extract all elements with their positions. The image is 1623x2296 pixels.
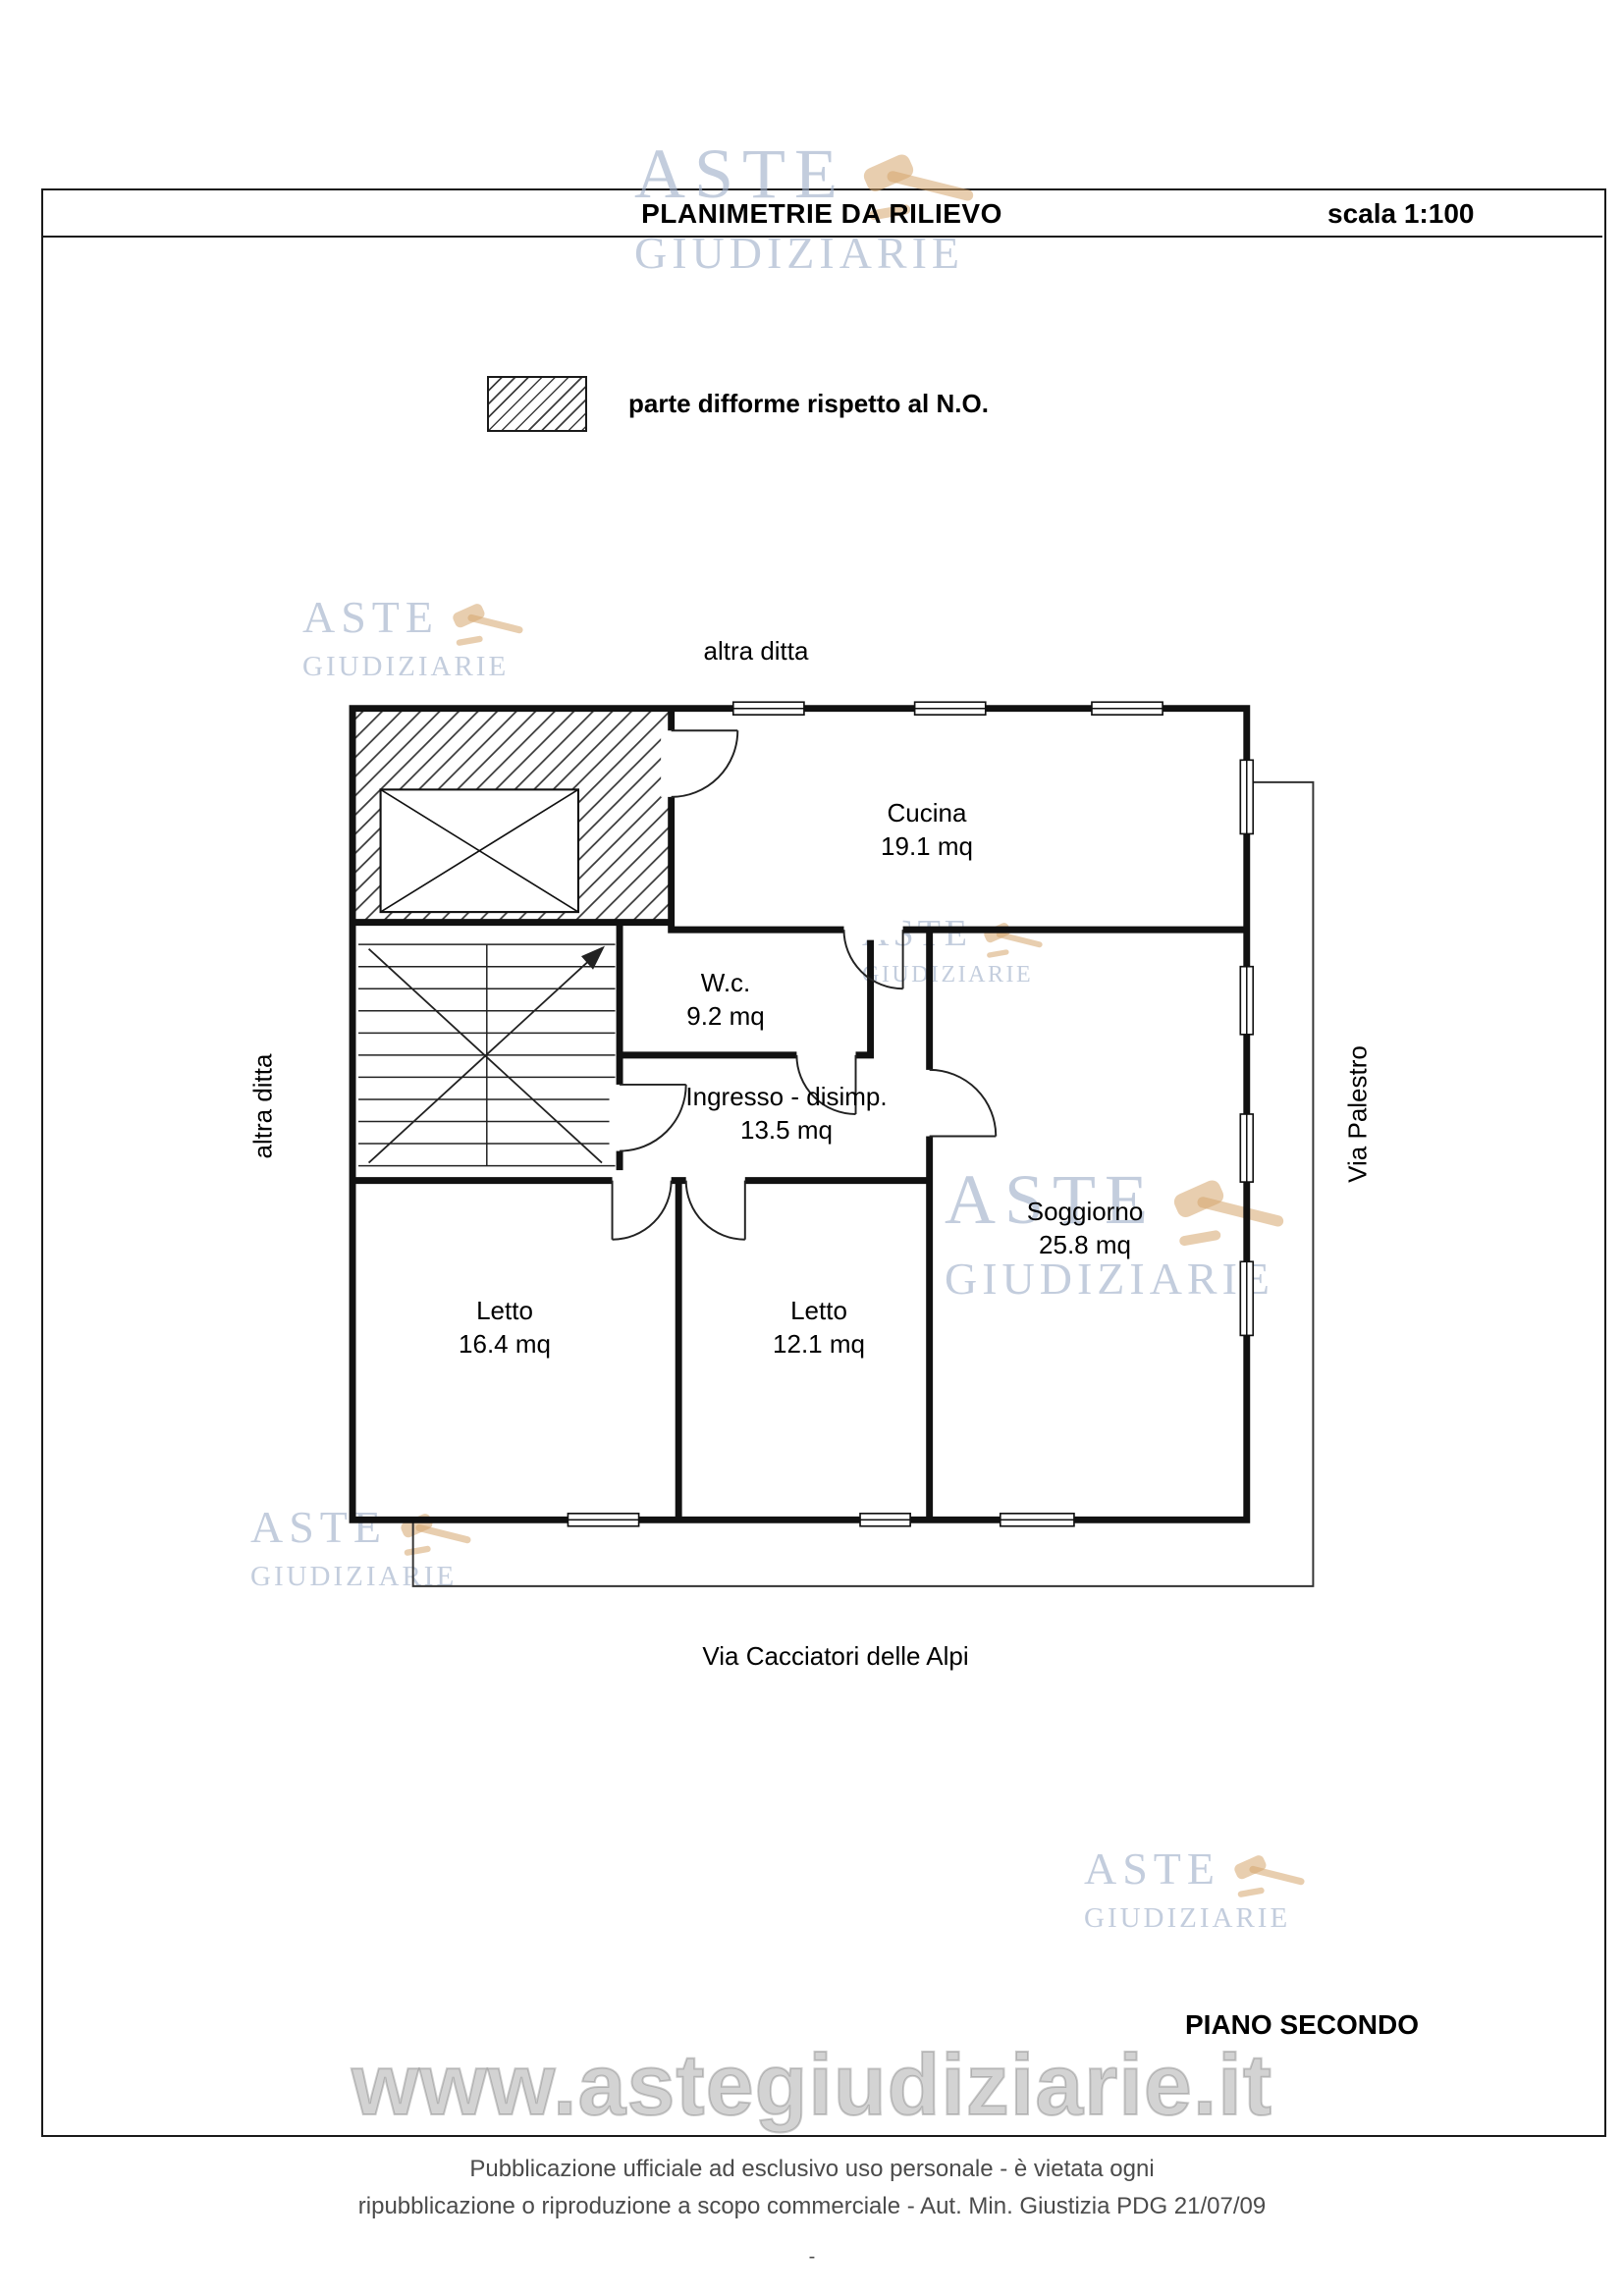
shaft-cross [379,788,580,914]
page-title: PLANIMETRIE DA RILIEVO [641,198,1002,229]
room-area: 9.2 mq [686,1001,765,1031]
room-label-soggiorno: Soggiorno 25.8 mq [1027,1196,1144,1262]
room-label-cucina: Cucina 19.1 mq [881,797,973,864]
watermark-word-aste: ASTE [250,1502,387,1552]
room-name: Letto [476,1296,533,1326]
watermark-word-aste: ASTE [302,592,439,642]
gavel-icon [863,154,974,221]
watermark-logo: ASTE GIUDIZIARIE [302,592,541,682]
watermark-word-giudiziarie: GIUDIZIARIE [302,651,510,682]
watermark-logo: ASTE GIUDIZIARIE [1084,1843,1323,1934]
room-area: 13.5 mq [740,1115,833,1145]
legend-hatch-swatch [487,376,587,432]
door-openings [609,730,941,1192]
room-name: Soggiorno [1026,1197,1144,1227]
window-midlines [568,707,1248,1522]
watermark-logo: ASTE GIUDIZIARIE [945,1160,1312,1304]
room-label-letto-2: Letto 12.1 mq [773,1295,865,1362]
room-label-ingresso: Ingresso - disimp. 13.5 mq [685,1081,887,1148]
room-label-wc: W.c. 9.2 mq [686,967,765,1034]
gavel-icon [1173,1180,1284,1247]
staircase [358,943,616,1167]
footer-line-1: Pubblicazione ufficiale ad esclusivo uso… [469,2156,1155,2182]
room-name: Letto [790,1296,847,1326]
watermark-logo: ASTE GIUDIZIARIE [634,134,1001,278]
watermark-word-giudiziarie: GIUDIZIARIE [634,228,965,278]
legend-label: parte difforme rispetto al N.O. [628,389,989,418]
watermark-url: www.astegiudiziarie.it [351,2035,1273,2134]
watermark-word-aste: ASTE [1084,1843,1220,1894]
room-name: Ingresso - disimp. [685,1082,888,1112]
page-mark: - [808,2246,816,2268]
context-label-left: altra ditta [247,1053,278,1159]
room-area: 16.4 mq [459,1329,551,1359]
watermark-word-giudiziarie: GIUDIZIARIE [1084,1902,1291,1934]
gavel-icon [1234,1855,1305,1897]
room-name: Cucina [887,798,967,828]
header-divider [41,236,1602,238]
context-label-right: Via Palestro [1342,1045,1373,1183]
room-label-letto-1: Letto 16.4 mq [459,1295,551,1362]
context-label-bottom: Via Cacciatori delle Alpi [702,1641,969,1671]
balcony-boundary [411,780,1315,1587]
page-frame [41,188,1606,2137]
doors [611,729,998,1241]
floor-label: PIANO SECONDO [1184,2009,1420,2040]
watermark-word-giudiziarie: GIUDIZIARIE [945,1254,1275,1304]
watermark-word-aste: ASTE [945,1160,1157,1239]
room-area: 12.1 mq [773,1329,865,1359]
scale-label: scala 1:100 [1327,198,1475,229]
footer-line-2: ripubblicazione o riproduzione a scopo c… [357,2193,1267,2219]
watermark-word-aste: ASTE [634,134,846,213]
context-label-top: altra ditta [703,636,809,666]
room-name: W.c. [700,968,751,998]
floor-plan [349,701,1315,1587]
watermark-word-giudiziarie: GIUDIZIARIE [862,962,1034,988]
room-area: 19.1 mq [881,831,973,861]
gavel-icon [453,604,523,646]
room-area: 25.8 mq [1039,1230,1131,1259]
